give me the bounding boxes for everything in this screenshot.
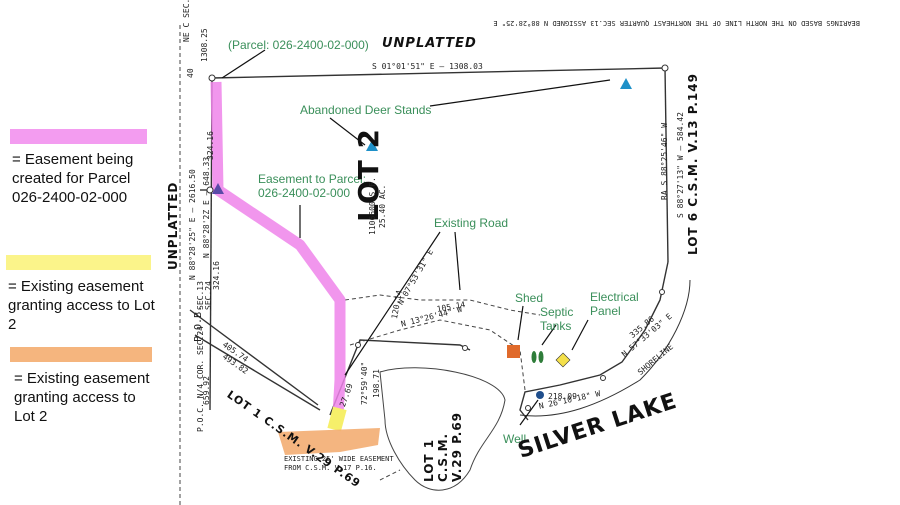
bearings-note: BEARINGS BASED ON THE NORTH LINE OF THE … <box>493 19 860 27</box>
bearing-right: S 88°27'13" W — 584.42 <box>676 112 685 218</box>
distance-218: 218.09 <box>548 392 577 401</box>
unplatted-top: UNPLATTED <box>382 36 477 51</box>
bearing-right2: RA S 88°25'46" W <box>660 122 669 200</box>
boundary-nodes <box>206 64 669 411</box>
existing-easement-note: EXISTING 25' WIDE EASEMENT FROM C.S.M. V… <box>284 455 394 472</box>
label-parcel-top: (Parcel: 026-2400-02-000) <box>228 38 369 52</box>
lot1-csm-outline <box>379 367 506 491</box>
area-ac: 25.40 AC. <box>378 184 387 228</box>
distance-198: 198.71 <box>372 369 381 398</box>
existing-easement-yellow <box>327 406 347 432</box>
legend-swatch-yellow <box>6 255 151 270</box>
shoreline-line <box>519 279 691 417</box>
shed-marker <box>507 345 520 358</box>
existing-road-dashed <box>179 25 541 505</box>
label-easement-parcel: Easement to Parcel: 026-2400-02-000 <box>258 172 367 200</box>
septic-tank-marker <box>538 351 544 363</box>
legend-text-easement-new: = Easement being created for Parcel 026-… <box>12 151 134 206</box>
label-septic: Septic Tanks <box>540 305 574 333</box>
bearing-top: S 01°01'51" E — 1308.03 <box>372 62 483 71</box>
distance-40: 40 <box>186 68 195 78</box>
label-existing-road: Existing Road <box>434 216 509 230</box>
deer-stand-marker <box>212 183 224 194</box>
legend-text-easement-yellow: = Existing easement granting access to L… <box>8 278 155 333</box>
annotation-arrows <box>221 49 611 426</box>
legend-text-easement-orange: = Existing easement granting access to L… <box>14 370 150 425</box>
septic-tank-marker <box>531 351 537 363</box>
lot-boundary <box>189 67 669 421</box>
label-shed: Shed <box>515 291 544 305</box>
legend-swatch-orange <box>10 347 152 362</box>
label-electrical: Electrical Panel <box>590 290 639 318</box>
lot1-csm-bottom: LOT 1 C.S.M. V.29 P.69 <box>422 411 464 482</box>
bearing-198: 72°59'40" <box>360 361 369 405</box>
unplatted-left: UNPLATTED <box>166 181 180 270</box>
well-marker <box>536 391 544 399</box>
sec24-label: SEC.24 <box>204 281 213 310</box>
distance-1308: 1308.25 <box>200 28 209 62</box>
label-deer-stands: Abandoned Deer Stands <box>300 103 432 117</box>
label-well: Well <box>503 432 527 446</box>
bearing-left: N 88°28'2Z E — 648.33 <box>202 156 211 258</box>
lot6-csm: LOT 6 C.S.M. V.13 P.149 <box>686 73 700 255</box>
distance-324a: 324.16 <box>206 131 215 160</box>
bearing-left2: N 88°28'25" E — 2616.50 <box>188 169 197 280</box>
distance-659: 659.92 <box>202 376 211 405</box>
electrical-panel-marker <box>555 352 571 368</box>
existing-easement-orange <box>278 428 380 455</box>
ne-corner-label: NE C SEC.2 <box>182 0 191 42</box>
new-easement-path <box>210 81 346 416</box>
area-sf: 1106600 S.F. <box>368 177 377 235</box>
deer-stand-marker <box>620 78 632 89</box>
distance-324b: 324.16 <box>212 261 221 290</box>
legend-swatch-pink <box>10 129 147 144</box>
deer-stand-marker <box>366 140 378 151</box>
